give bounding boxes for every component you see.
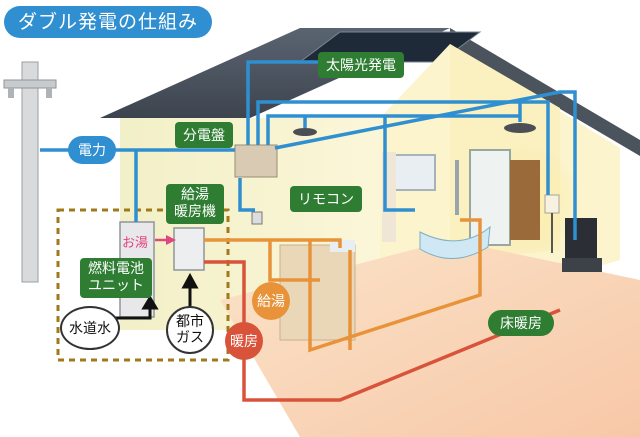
heating-label: 暖房 — [225, 322, 263, 360]
electric-lines — [40, 60, 577, 240]
city-gas-label-line2: ガス — [176, 330, 204, 346]
distribution-panel-label: 分電盤 — [175, 122, 233, 148]
floor-heating-label: 床暖房 — [488, 310, 554, 336]
hot-water-text: お湯 — [122, 236, 149, 251]
city-gas-label-line1: 都市 — [176, 314, 204, 330]
fuel-cell-label-line2: ユニット — [88, 278, 144, 294]
water-heater-label-line1: 給湯 — [181, 187, 209, 203]
hot-water-supply-label: 給湯 — [252, 282, 290, 320]
water-heater-label-line2: 暖房機 — [174, 204, 216, 220]
solar-power-label: 太陽光発電 — [318, 52, 404, 78]
equipment-area — [56, 208, 230, 362]
fuel-cell-label-line1: 燃料電池 — [88, 261, 144, 277]
ceiling-lamps — [293, 123, 560, 253]
television — [562, 218, 602, 272]
remote-control-label: リモコン — [290, 186, 362, 212]
power-label: 電力 — [68, 136, 116, 164]
remote-control-device — [251, 211, 263, 225]
fuel-cell-label: 燃料電池 ユニット — [80, 258, 152, 298]
water-heater-device — [173, 227, 205, 271]
water-heater-label: 給湯 暖房機 — [166, 184, 224, 224]
heating-lines — [204, 260, 561, 402]
utility-pole — [3, 61, 57, 283]
bathroom-fixtures — [279, 149, 540, 341]
city-gas-label: 都市 ガス — [166, 306, 214, 354]
page-title: ダブル発電の仕組み — [4, 6, 213, 38]
hot-water-arrow — [155, 235, 176, 245]
tap-water-label: 水道水 — [60, 306, 120, 350]
hot-water-lines — [204, 218, 482, 353]
distribution-panel-device — [234, 144, 278, 178]
